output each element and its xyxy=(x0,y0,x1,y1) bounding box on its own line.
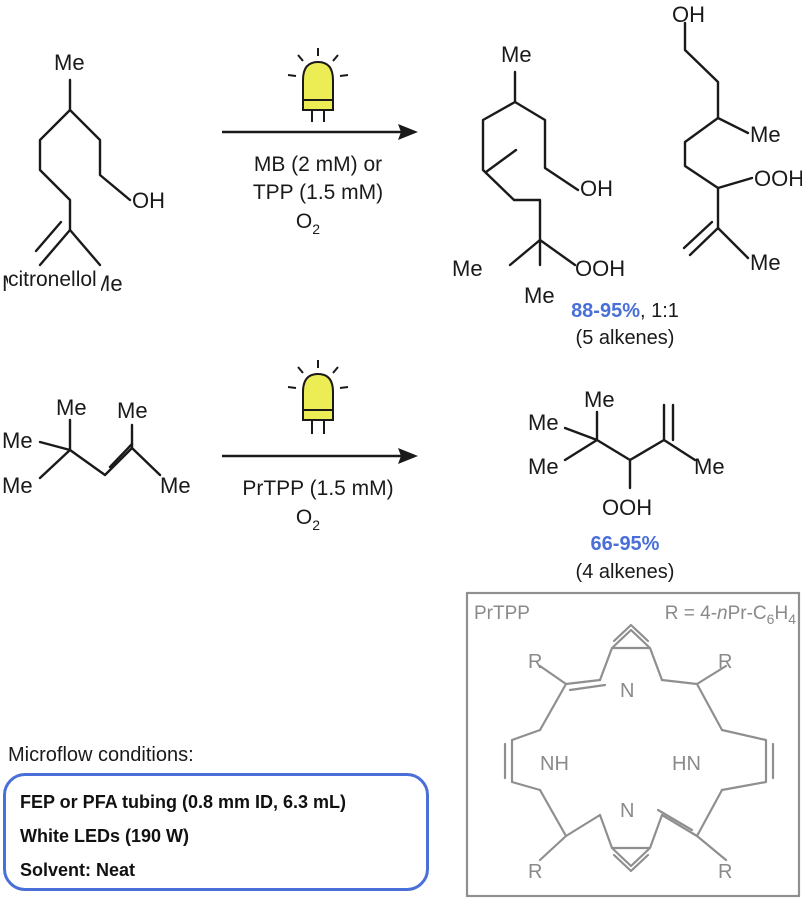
product-2-me-bottom: Me xyxy=(528,454,559,479)
porphyrin-n-bottom: N xyxy=(620,800,634,822)
product-2-structure: Me Me Me Me OOH xyxy=(528,387,725,520)
catalyst-name: PrTPP xyxy=(474,603,530,624)
microflow-solvent: Solvent: Neat xyxy=(20,860,136,880)
product-2-ooh: OOH xyxy=(602,495,652,520)
microflow-title: Microflow conditions: xyxy=(8,744,194,766)
substrate-2-structure: Me Me Me Me Me xyxy=(2,395,191,498)
product-1b-structure: OH Me OOH Me xyxy=(672,2,802,275)
scope-2: (4 alkenes) xyxy=(576,561,675,583)
porphyrin-r-topleft: R xyxy=(528,651,542,673)
yield-2: 66-95% xyxy=(591,533,660,555)
substrate-2-me-right-top: Me xyxy=(117,398,148,423)
product-1a-structure: Me OH Me OOH Me xyxy=(452,42,625,308)
microflow-leds: White LEDs (190 W) xyxy=(20,826,190,846)
conditions-2-line1: PrTPP (1.5 mM) xyxy=(242,477,393,500)
conditions-1-line2: TPP (1.5 mM) xyxy=(253,181,383,204)
catalyst-box xyxy=(465,591,801,898)
ratio-1: , 1:1 xyxy=(640,300,679,322)
citronellol-name: citronellol xyxy=(8,268,101,292)
product-1a-me-top: Me xyxy=(501,42,532,67)
product-2-me-right: Me xyxy=(694,454,725,479)
microflow-conditions-box: FEP or PFA tubing (0.8 mm ID, 6.3 mL) Wh… xyxy=(3,773,429,891)
product-1b-me-bottom: Me xyxy=(750,250,781,275)
citronellol-structure: Me OH Me Me xyxy=(2,50,165,296)
product-1b-ooh: OOH xyxy=(754,166,802,191)
conditions-1-line1: MB (2 mM) or xyxy=(254,153,382,176)
product-1a-me-bottom: Me xyxy=(524,283,555,308)
substrate-2-me-top: Me xyxy=(56,395,87,420)
substrate-2-me-bottom: Me xyxy=(2,473,33,498)
citronellol-oh: OH xyxy=(132,188,165,213)
porphyrin-r-topright: R xyxy=(718,651,732,673)
product-1a-oh: OH xyxy=(580,176,613,201)
product-1a-ooh: OOH xyxy=(575,256,625,281)
product-1b-me-mid: Me xyxy=(750,122,781,147)
product-2-me-top: Me xyxy=(584,387,615,412)
arrowhead-1 xyxy=(398,124,418,140)
yield-1: 88-95% xyxy=(571,300,640,322)
oxidant-1: O2 xyxy=(296,210,320,237)
substrate-2-me-left: Me xyxy=(2,428,33,453)
light-bulb-icon xyxy=(287,48,349,122)
scope-1: (5 alkenes) xyxy=(576,327,675,349)
catalyst-r-definition: R = 4-nPr-C6H4 xyxy=(665,603,796,627)
product-2-me-left: Me xyxy=(528,410,559,435)
porphyrin-nh: NH xyxy=(540,753,569,775)
porphyrin-hn: HN xyxy=(672,753,701,775)
oxidant-2: O2 xyxy=(296,506,320,533)
porphyrin-structure xyxy=(503,623,775,873)
substrate-2-me-right: Me xyxy=(160,473,191,498)
yield-1-line: 88-95%, 1:1 xyxy=(571,300,679,322)
porphyrin-r-bottomright: R xyxy=(718,861,732,883)
porphyrin-n-top: N xyxy=(620,680,634,702)
porphyrin-r-bottomleft: R xyxy=(528,861,542,883)
arrowhead-2 xyxy=(398,448,418,464)
product-1a-me-left: Me xyxy=(452,256,483,281)
citronellol-me-top: Me xyxy=(54,50,85,75)
microflow-tubing: FEP or PFA tubing (0.8 mm ID, 6.3 mL) xyxy=(20,792,347,812)
light-bulb-icon-2 xyxy=(287,360,349,434)
product-1b-oh: OH xyxy=(672,2,705,27)
